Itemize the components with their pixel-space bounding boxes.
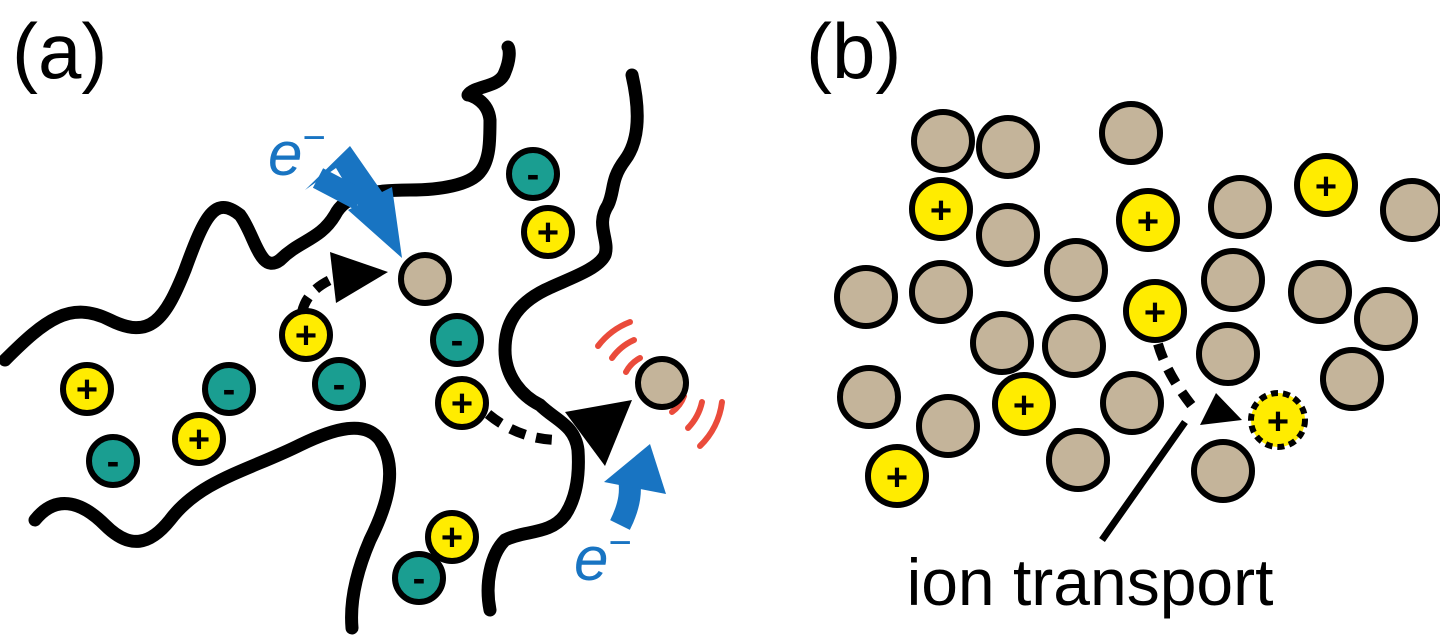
svg-text:+: + xyxy=(1013,385,1035,427)
electron-arrow-top-shaft xyxy=(312,168,366,210)
ion-cation-moving-destination: + xyxy=(1248,390,1308,450)
pore-wall-lower xyxy=(28,421,397,635)
transport-arrowhead xyxy=(1200,393,1242,425)
ion-anion: - xyxy=(312,357,366,411)
svg-text:+: + xyxy=(188,419,210,461)
ion-cation: + xyxy=(521,205,575,259)
svg-text:+: + xyxy=(930,190,952,232)
panel-a-label: (a) xyxy=(12,7,107,95)
svg-text:-: - xyxy=(107,441,120,483)
svg-text:+: + xyxy=(76,369,98,411)
ion-cation: + xyxy=(1294,153,1358,217)
active-particle-a1 xyxy=(398,252,452,306)
hop-arrowhead-top xyxy=(330,252,388,303)
svg-text:-: - xyxy=(333,364,346,406)
hop-path-bottom xyxy=(484,410,561,445)
electron-label-top: e− xyxy=(268,116,326,189)
svg-text:-: - xyxy=(527,154,540,196)
pore-wall-upper xyxy=(0,40,516,367)
ion-cation-moving-origin: + xyxy=(1123,279,1187,343)
svg-text:+: + xyxy=(1315,166,1337,208)
panel-a: (a) e− e− + + + + xyxy=(0,7,725,635)
svg-text:+: + xyxy=(441,517,463,559)
ion-anion: - xyxy=(86,434,140,488)
svg-text:+: + xyxy=(451,383,473,425)
svg-text:-: - xyxy=(413,558,426,600)
svg-text:+: + xyxy=(886,457,908,499)
transport-path xyxy=(1153,342,1196,410)
panel-b-label: (b) xyxy=(806,7,901,95)
electron-label-bottom: e− xyxy=(574,521,632,594)
caption-leader-line xyxy=(1099,419,1188,543)
hop-arrowhead-bottom xyxy=(565,400,632,466)
vibration-waves xyxy=(595,319,725,449)
panel-b: (b) + + xyxy=(806,7,1440,619)
ion-anion: - xyxy=(392,551,446,605)
electron-arrow-top xyxy=(305,146,402,258)
ion-anion: - xyxy=(506,147,560,201)
ion-transport-caption: ion transport xyxy=(907,545,1274,619)
pore-wall-right-inner xyxy=(481,68,644,617)
ion-cation: + xyxy=(909,177,973,241)
svg-text:+: + xyxy=(537,212,559,254)
ion-cation: + xyxy=(425,510,479,564)
ion-cation: + xyxy=(279,308,333,362)
ion-cation: + xyxy=(435,376,489,430)
svg-text:-: - xyxy=(223,369,236,411)
svg-text:+: + xyxy=(1144,292,1166,334)
ion-anion: - xyxy=(202,362,256,416)
svg-text:+: + xyxy=(295,315,317,357)
ion-cation: + xyxy=(172,412,226,466)
hop-path-top xyxy=(297,275,333,314)
ion-cation: + xyxy=(1116,188,1180,252)
svg-text:+: + xyxy=(1137,201,1159,243)
ion-cation: + xyxy=(865,444,929,508)
host-particles xyxy=(834,101,1440,503)
svg-text:+: + xyxy=(1267,401,1289,443)
electron-arrow-bottom-head xyxy=(604,444,666,494)
ion-cation: + xyxy=(60,362,114,416)
svg-text:-: - xyxy=(451,320,464,362)
active-particle-a2 xyxy=(635,356,689,410)
ion-cation: + xyxy=(992,372,1056,436)
ion-anion: - xyxy=(430,313,484,367)
